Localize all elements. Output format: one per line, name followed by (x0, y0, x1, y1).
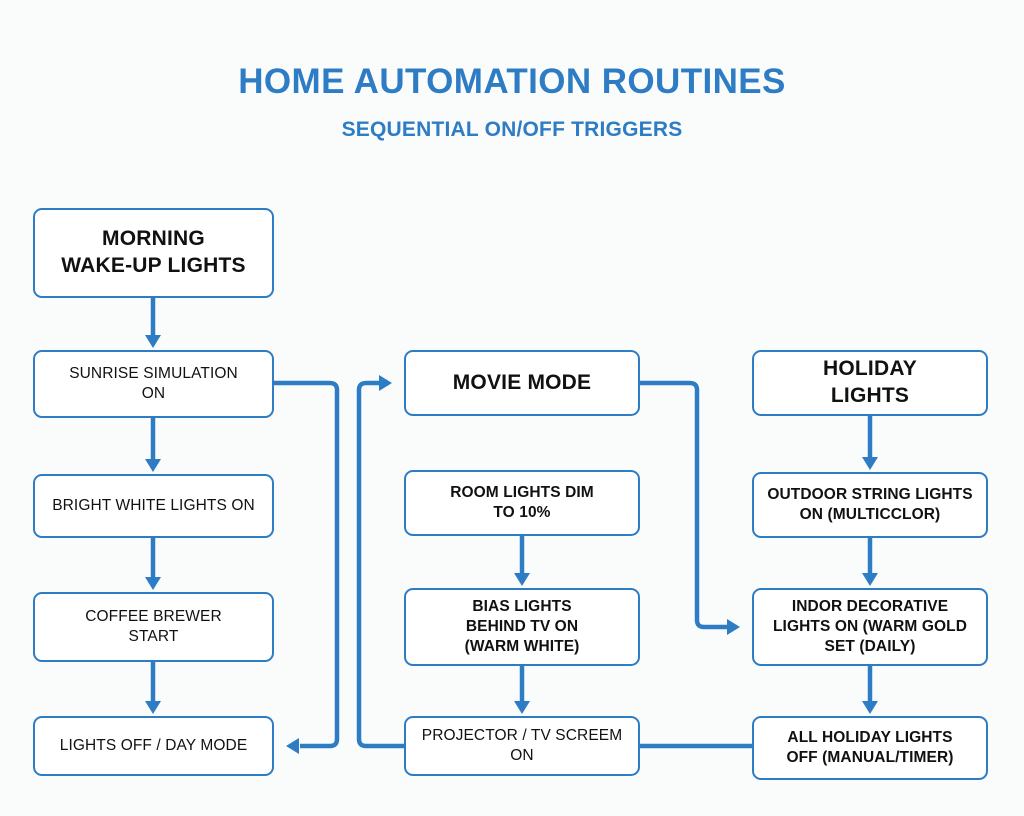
link-bias-to-projector (514, 666, 530, 714)
link-bright-to-coffee (145, 538, 161, 590)
node-label: ROOM LIGHTS DIM TO 10% (450, 484, 594, 521)
node-label: OUTDOOR STRING LIGHTS ON (MULTICCLOR) (767, 486, 973, 523)
arrowhead-down (862, 573, 878, 586)
node-label: BIAS LIGHTS BEHIND TV ON (WARM WHITE) (464, 598, 580, 655)
arrowhead-down (862, 457, 878, 470)
node-holiday-lights[interactable]: HOLIDAY LIGHTS (752, 350, 988, 416)
page-title: HOME AUTOMATION ROUTINES (238, 62, 786, 101)
arrowhead-down (145, 577, 161, 590)
link-coffee-to-lightsoff (145, 662, 161, 714)
arrowhead-down (862, 701, 878, 714)
link-wakeup-to-sunrise (145, 298, 161, 348)
arrowhead-right (727, 619, 740, 635)
node-label: MOVIE MODE (452, 370, 592, 394)
link-movie-to-indor (640, 380, 740, 635)
node-all-holiday-lights-off[interactable]: ALL HOLIDAY LIGHTS OFF (MANUAL/TIMER) (752, 716, 988, 780)
arrowhead-down (145, 335, 161, 348)
arrowhead-down (145, 459, 161, 472)
node-label: PROJECTOR / TV SCREEM ON (421, 727, 623, 764)
connector-line (274, 380, 340, 749)
node-indor-decorative-lights-on[interactable]: INDOR DECORATIVE LIGHTS ON (WARM GOLD SE… (752, 588, 988, 666)
node-lights-off-day-mode[interactable]: LIGHTS OFF / DAY MODE (33, 716, 274, 776)
node-movie-mode[interactable]: MOVIE MODE (404, 350, 640, 416)
node-label: BRIGHT WHITE LIGHTS ON (52, 497, 255, 515)
node-room-lights-dim-to-10[interactable]: ROOM LIGHTS DIM TO 10% (404, 470, 640, 536)
node-label: COFFEE BREWER START (85, 608, 222, 645)
arrowhead-down (514, 701, 530, 714)
arrowhead-down (514, 573, 530, 586)
link-sunrise-to-lightsoff (274, 380, 340, 754)
node-sunrise-simulation-on[interactable]: SUNRISE SIMULATION ON (33, 350, 274, 418)
node-coffee-brewer-start[interactable]: COFFEE BREWER START (33, 592, 274, 662)
link-roomdim-to-bias (514, 536, 530, 586)
node-outdoor-string-lights-on[interactable]: OUTDOOR STRING LIGHTS ON (MULTICCLOR) (752, 472, 988, 538)
node-label: MORNING WAKE-UP LIGHTS (61, 227, 246, 277)
node-bright-white-lights-on[interactable]: BRIGHT WHITE LIGHTS ON (33, 474, 274, 538)
connector-line (356, 380, 404, 749)
link-outdoor-to-indor (862, 538, 878, 586)
arrowhead-left (286, 738, 299, 754)
node-bias-lights-behind-tv-on[interactable]: BIAS LIGHTS BEHIND TV ON (WARM WHITE) (404, 588, 640, 666)
node-label: SUNRISE SIMULATION ON (69, 365, 238, 402)
link-indor-to-alloff (862, 666, 878, 714)
node-label: ALL HOLIDAY LIGHTS OFF (MANUAL/TIMER) (786, 729, 954, 766)
node-label: LIGHTS OFF / DAY MODE (59, 737, 248, 755)
link-sunrise-to-bright (145, 418, 161, 472)
connector-line (640, 380, 728, 630)
page-subtitle: SEQUENTIAL ON/OFF TRIGGERS (341, 118, 683, 141)
node-projector-tv-screem-on[interactable]: PROJECTOR / TV SCREEM ON (404, 716, 640, 776)
node-label: HOLIDAY LIGHTS (823, 357, 917, 407)
arrowhead-right (379, 375, 392, 391)
node-label: INDOR DECORATIVE LIGHTS ON (WARM GOLD SE… (772, 598, 967, 655)
arrowhead-down (145, 701, 161, 714)
link-holiday-to-outdoor (862, 416, 878, 470)
node-morning-wake-up-lights[interactable]: MORNING WAKE-UP LIGHTS (33, 208, 274, 298)
link-projector-to-movie (356, 375, 404, 749)
